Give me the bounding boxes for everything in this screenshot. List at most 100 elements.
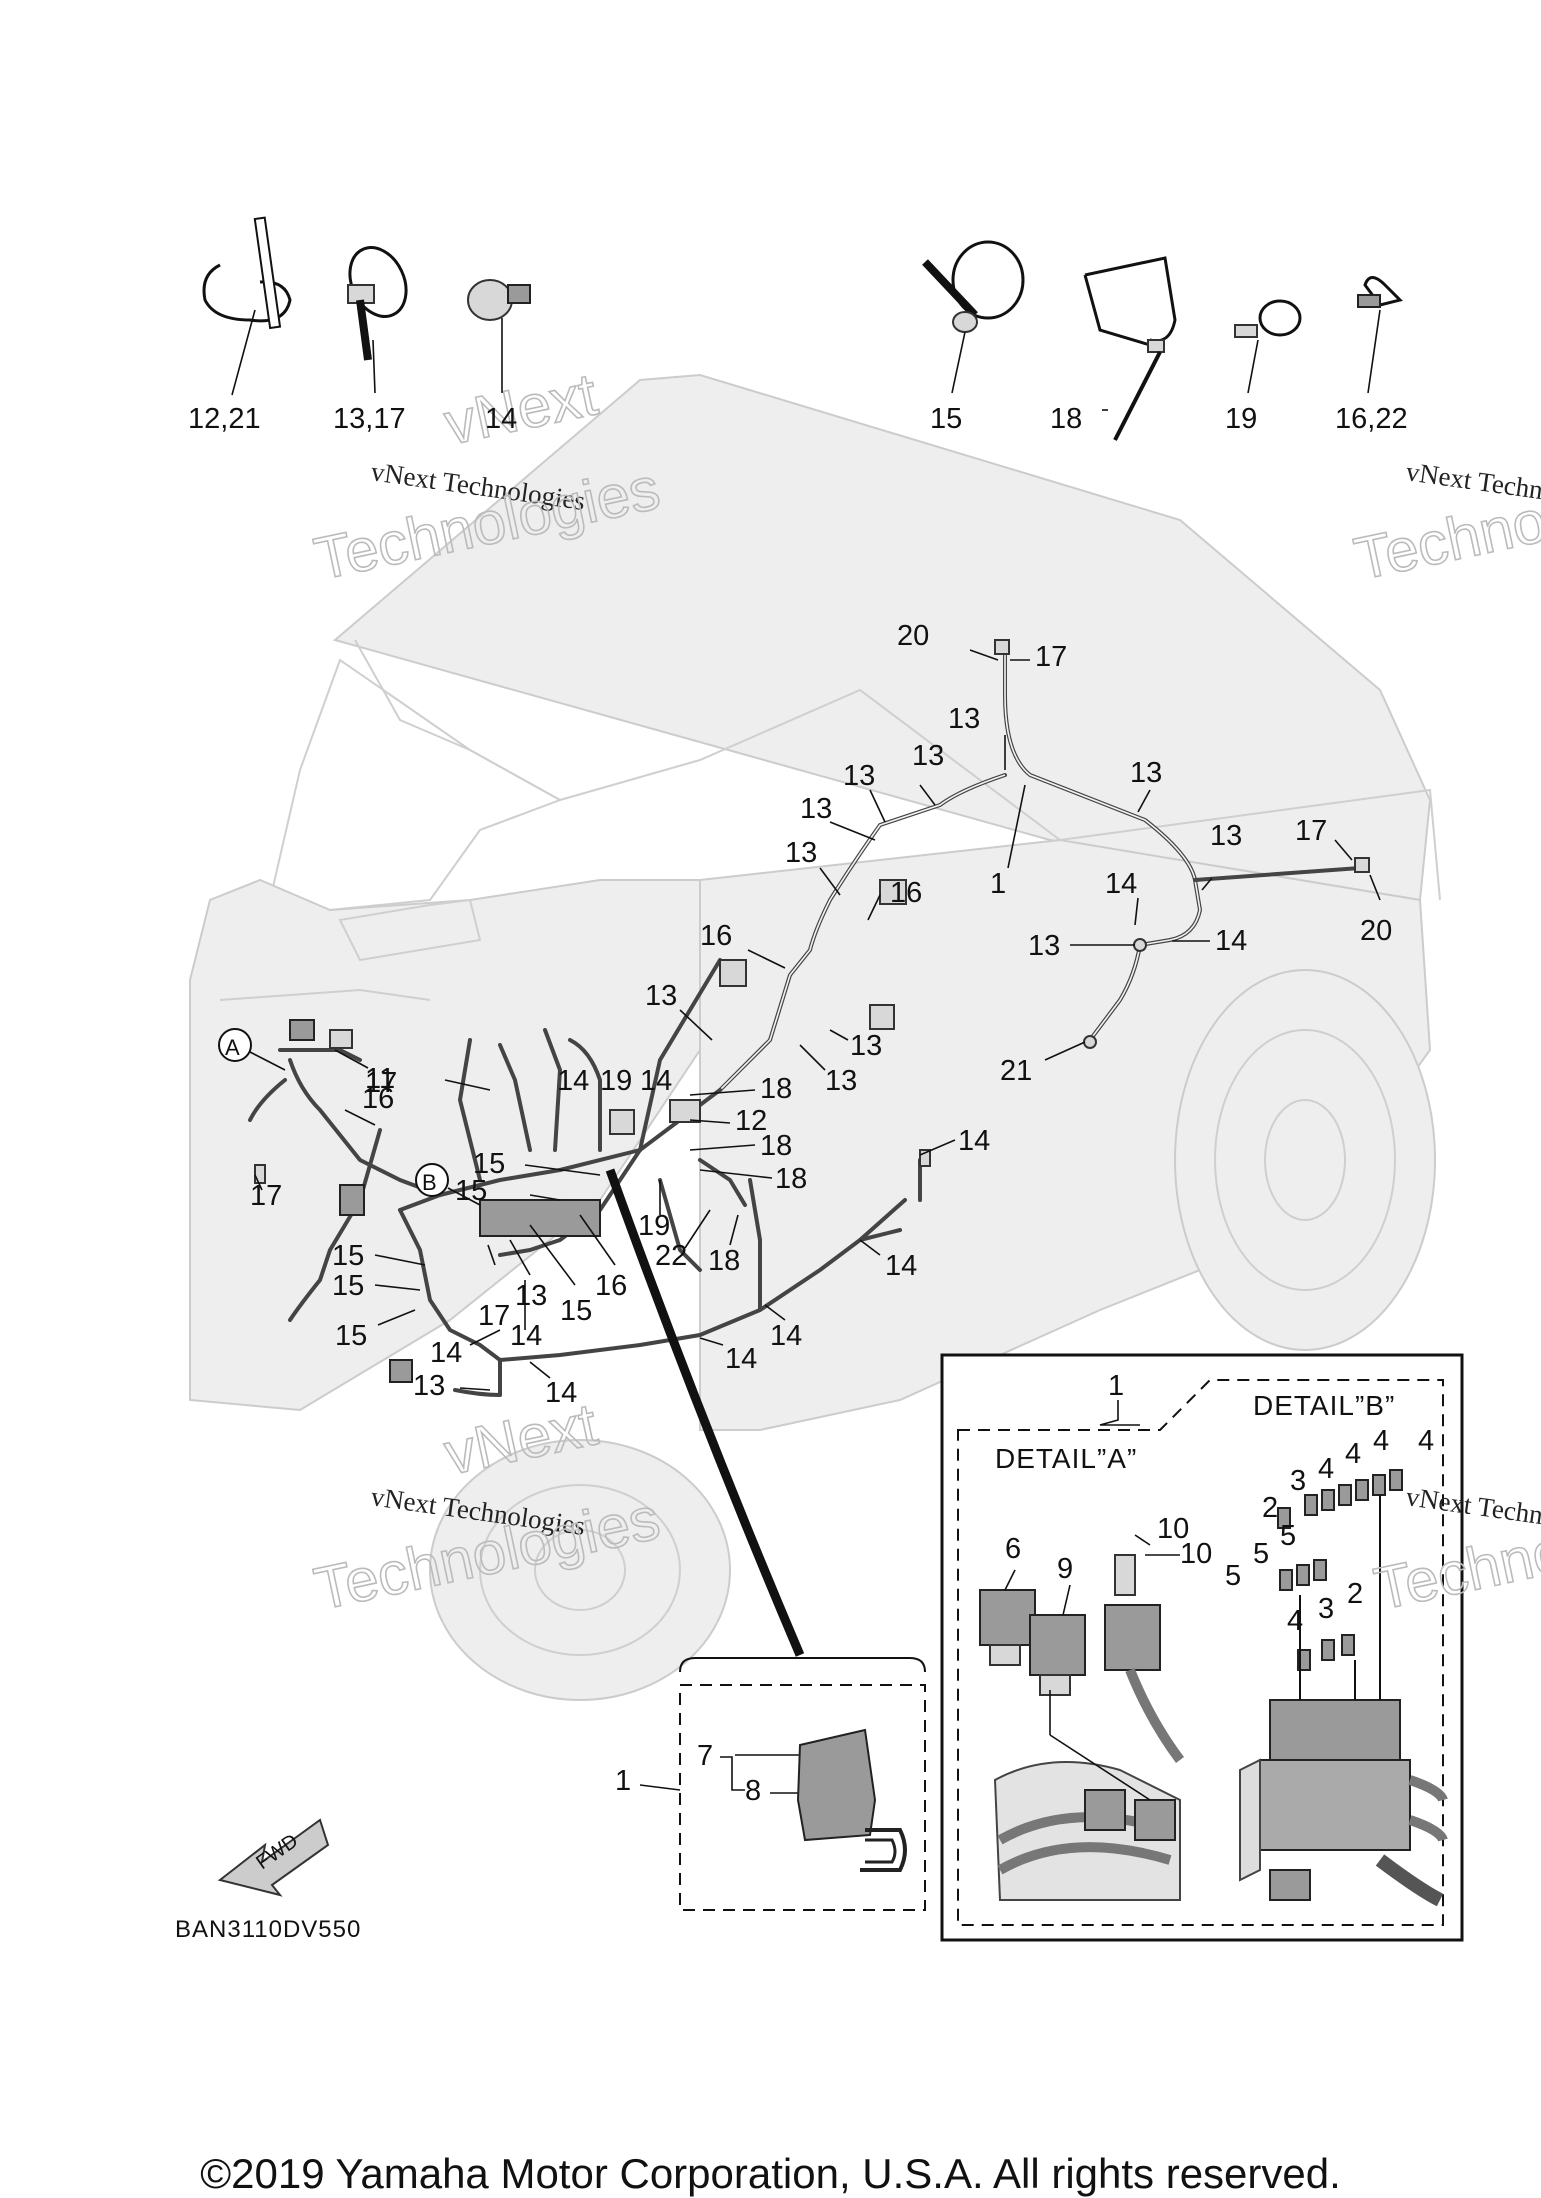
- callout-15: 15: [332, 1240, 364, 1272]
- callout-16: 16: [595, 1270, 627, 1302]
- label-12-21: 12,21: [188, 403, 261, 435]
- callout-13: 13: [850, 1030, 882, 1062]
- relay-icon: [796, 1728, 907, 1872]
- callout-14: 14: [557, 1065, 589, 1097]
- callout-13: 13: [825, 1065, 857, 1097]
- callout-13: 13: [1028, 930, 1060, 962]
- detail-b-title: DETAIL”B”: [1253, 1390, 1395, 1421]
- callout-17: 17: [1035, 641, 1067, 673]
- callout-13: 13: [800, 793, 832, 825]
- detail-marker-a: A: [218, 1028, 286, 1071]
- label-13-17: 13,17: [333, 403, 406, 435]
- fastener-row: 12,21 13,17 14 15: [188, 216, 1408, 441]
- detail-label-5: 5: [1253, 1538, 1269, 1570]
- front-wheel: [429, 1439, 731, 1701]
- callout-17: 17: [250, 1180, 282, 1212]
- detail-label-9: 9: [1057, 1553, 1073, 1585]
- diagram-code: BAN3110DV550: [175, 1916, 361, 1943]
- callout-19: 19: [638, 1210, 670, 1242]
- rear-wheel: [1174, 969, 1436, 1351]
- callout-13: 13: [413, 1370, 445, 1402]
- callout-18: 18: [760, 1130, 792, 1162]
- detail-marker-b: B: [415, 1163, 481, 1206]
- harness-clip-icon: 14: [467, 279, 531, 435]
- callout-14: 14: [958, 1125, 990, 1157]
- cable-tie-clip-icon: 13,17: [333, 246, 408, 435]
- callout-14: 14: [770, 1320, 802, 1352]
- detail-label-3: 3: [1290, 1465, 1306, 1497]
- detail-label-2: 2: [1262, 1492, 1278, 1524]
- fwd-arrow: FWD: [217, 1818, 330, 1897]
- callout-16: 16: [700, 920, 732, 952]
- detail-b-fuses: [1239, 1469, 1448, 1907]
- callout-14: 14: [1105, 868, 1137, 900]
- clamp-icon: 15: [922, 240, 1025, 435]
- callout-17: 17: [478, 1300, 510, 1332]
- detail-label-5: 5: [1225, 1560, 1241, 1592]
- detail-label-4: 4: [1287, 1605, 1303, 1637]
- detail-a-title: DETAIL”A”: [995, 1443, 1137, 1474]
- callout-14: 14: [1215, 925, 1247, 957]
- callout-20: 20: [1360, 915, 1392, 947]
- label-14: 14: [485, 403, 517, 435]
- svg-text:A: A: [225, 1035, 240, 1060]
- wire-harness: [248, 639, 1370, 1397]
- detail-label-4: 4: [1418, 1425, 1434, 1457]
- inset-label-8: 8: [745, 1775, 761, 1807]
- callout-13: 13: [843, 760, 875, 792]
- vehicle-outline: [189, 373, 1441, 1701]
- label-18: 18: [1050, 403, 1082, 435]
- callout-15: 15: [332, 1270, 364, 1302]
- detail-label-4: 4: [1373, 1425, 1389, 1457]
- detail-label-2: 2: [1347, 1578, 1363, 1610]
- callout-12: 12: [735, 1105, 767, 1137]
- cable-tie-icon: 12,21: [188, 216, 292, 435]
- callout-14: 14: [885, 1250, 917, 1282]
- cable-band-icon: 18: [1050, 256, 1177, 441]
- callout-14: 14: [545, 1377, 577, 1409]
- inset-ref: 1: [615, 1765, 631, 1797]
- callout-15: 15: [455, 1175, 487, 1207]
- callout-18: 18: [708, 1245, 740, 1277]
- detail-box: 1 DETAIL”A” DETAIL”B” 6 9 10 10: [940, 1353, 1541, 1942]
- detail-label-10: 10: [1157, 1513, 1189, 1545]
- callouts: 20 17 13 13 13 13 13 1 13 17 14 13 14 20…: [218, 620, 1392, 1409]
- callout-11: 11: [365, 1063, 395, 1095]
- callout-19: 19: [600, 1065, 632, 1097]
- detail-label-5: 5: [1280, 1520, 1296, 1552]
- callout-17: 17: [365, 1067, 397, 1099]
- callout-18: 18: [775, 1163, 807, 1195]
- callout-21: 21: [1000, 1055, 1032, 1087]
- detail-label-4: 4: [1318, 1453, 1334, 1485]
- callout-13: 13: [912, 740, 944, 772]
- callout-17: 17: [1295, 815, 1327, 847]
- label-15: 15: [930, 403, 962, 435]
- detail-label-3: 3: [1318, 1593, 1334, 1625]
- inset-label-7: 7: [697, 1740, 713, 1772]
- callout-16: 16: [890, 877, 922, 909]
- copyright-notice: ©2019 Yamaha Motor Corporation, U.S.A. A…: [200, 2150, 1341, 2197]
- detail-label-6: 6: [1005, 1533, 1021, 1565]
- svg-text:B: B: [422, 1170, 437, 1195]
- relay-inset: 1 7 8: [615, 1657, 926, 1911]
- callout-16: 16: [362, 1083, 394, 1115]
- callout-13: 13: [645, 980, 677, 1012]
- callout-15: 15: [335, 1320, 367, 1352]
- callout-15: 15: [473, 1148, 505, 1180]
- callout-13: 13: [1130, 757, 1162, 789]
- callout-14: 14: [725, 1343, 757, 1375]
- callout-13: 13: [785, 837, 817, 869]
- detail-label-4: 4: [1345, 1438, 1361, 1470]
- small-clip-icon: 19: [1225, 299, 1302, 435]
- callout-13: 13: [948, 703, 980, 735]
- fuse-box: [479, 1199, 601, 1237]
- detail-a-relays: [979, 1554, 1185, 1901]
- inset-pointer: [605, 1168, 805, 1657]
- callout-20: 20: [897, 620, 929, 652]
- callout-14: 14: [640, 1065, 672, 1097]
- detail-label-10: 10: [1180, 1538, 1212, 1570]
- callout-13: 13: [1210, 820, 1242, 852]
- loop-clip-icon: 16,22: [1335, 276, 1408, 435]
- label-16-22: 16,22: [1335, 403, 1408, 435]
